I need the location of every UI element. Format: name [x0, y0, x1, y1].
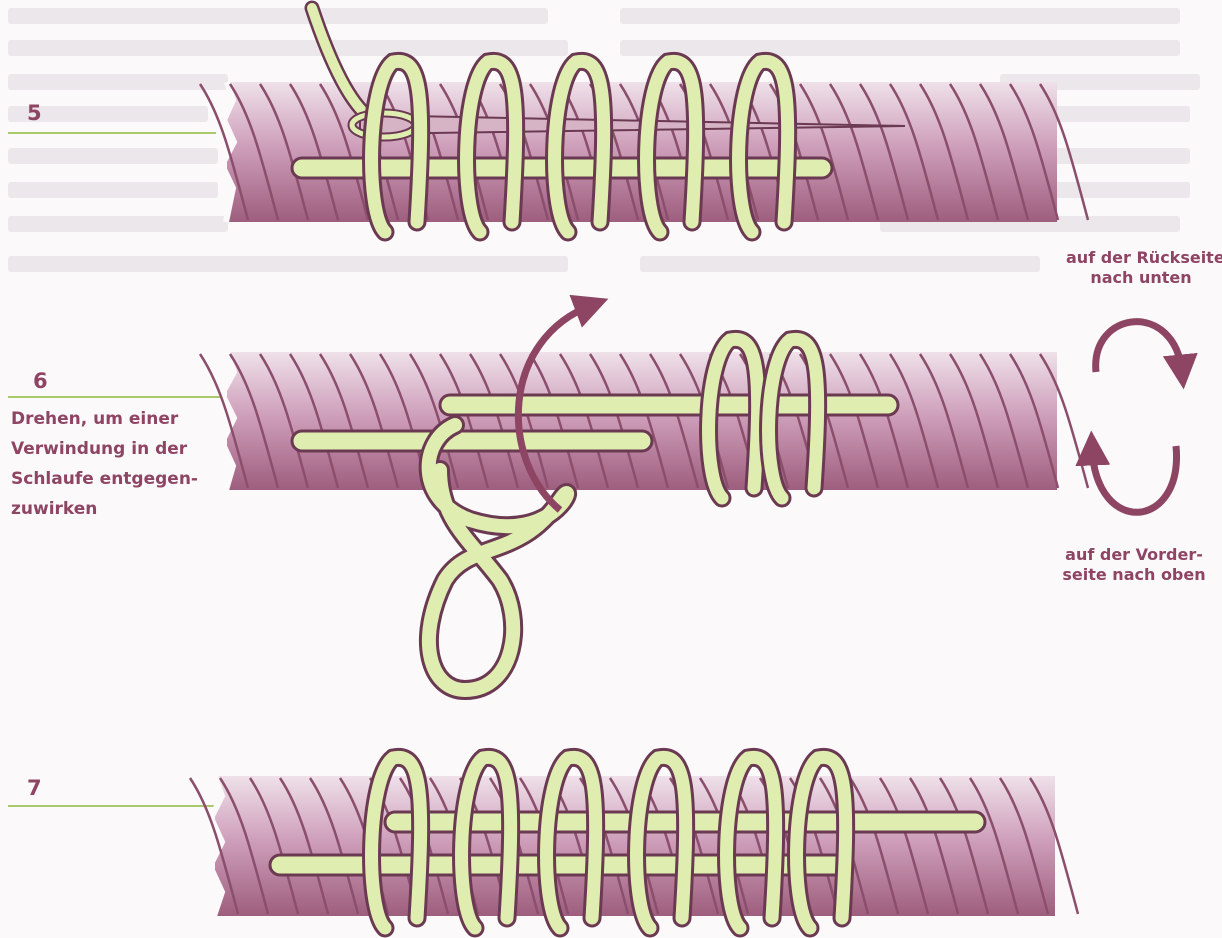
step-6-diagram	[200, 305, 1088, 690]
step-5-diagram	[200, 8, 1088, 232]
thread-horizontal-lower	[270, 855, 850, 875]
rope-6	[200, 352, 1088, 490]
thread-horizontal-lower	[292, 431, 652, 451]
rotation-cycle-icon	[1092, 322, 1182, 513]
thread-horizontal-upper	[440, 395, 898, 415]
step-7-diagram	[190, 757, 1078, 928]
